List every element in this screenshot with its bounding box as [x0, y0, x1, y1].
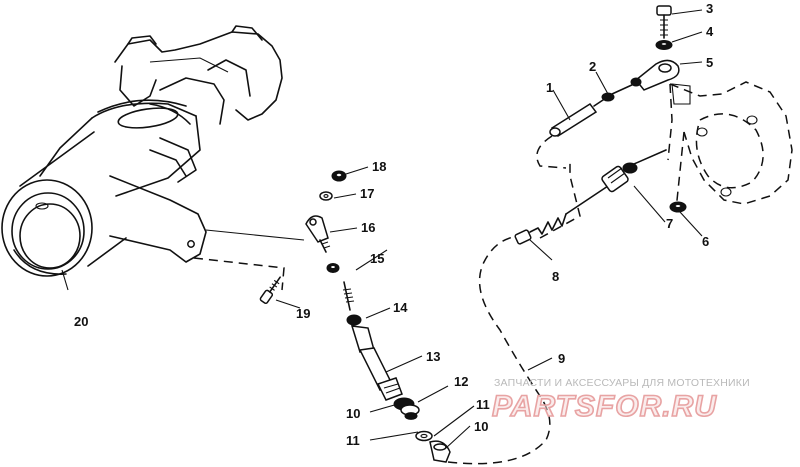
engine-case-outline [667, 81, 793, 211]
callout-4: 4 [706, 24, 714, 39]
callout-18: 18 [372, 159, 386, 174]
bolt-3 [656, 5, 672, 39]
adjuster-7 [565, 149, 667, 215]
callout-7: 7 [666, 216, 673, 231]
watermark-caption: ЗАПЧАСТИ И АКСЕССУАРЫ ДЛЯ МОТОТЕХНИКИ [494, 377, 750, 389]
nut-6 [669, 201, 687, 213]
connector-line-16 [205, 229, 305, 241]
washer-4 [655, 40, 673, 50]
callout-numbers: 1 2 3 4 5 6 7 8 9 10 10 11 11 12 13 14 1… [74, 1, 714, 448]
callout-5: 5 [706, 55, 713, 70]
screw-19 [259, 276, 281, 305]
cable-housing-13 [358, 347, 403, 401]
callout-19: 19 [296, 306, 310, 321]
callout-16: 16 [361, 220, 375, 235]
nut-18 [331, 170, 347, 182]
callout-9: 9 [558, 351, 565, 366]
end-fitting-10 [429, 440, 451, 463]
washer-17 [319, 191, 333, 201]
cable-9 [447, 235, 551, 465]
nut-2 [601, 83, 635, 102]
rod-end-5 [630, 59, 680, 91]
watermark: ЗАПЧАСТИ И АКСЕССУАРЫ ДЛЯ МОТОТЕХНИКИ PA… [491, 377, 750, 424]
callout-11-right: 11 [476, 397, 490, 412]
dashed-path-19 [193, 257, 285, 291]
spring-end-8 [514, 213, 567, 245]
fitting-12 [393, 397, 420, 420]
watermark-logo-fill: PARTSFOR.RU [492, 390, 717, 423]
cable-rod-14 [342, 281, 375, 353]
housing-assembly [1, 25, 283, 277]
callout-12: 12 [454, 374, 468, 389]
callout-17: 17 [360, 186, 374, 201]
callout-11-left: 11 [346, 433, 360, 448]
callout-20: 20 [74, 314, 88, 329]
nut-15 [326, 263, 340, 273]
callout-2: 2 [589, 59, 596, 74]
callout-14: 14 [393, 300, 408, 315]
washer-11 [415, 430, 433, 442]
callout-10-upper: 10 [346, 406, 360, 421]
callout-15: 15 [370, 251, 384, 266]
callout-1: 1 [546, 80, 553, 95]
callout-8: 8 [552, 269, 559, 284]
callout-3: 3 [706, 1, 713, 16]
cable-1 [549, 97, 607, 138]
callout-6: 6 [702, 234, 709, 249]
clevis-16 [305, 215, 331, 253]
leader-lines [61, 9, 703, 449]
callout-13: 13 [426, 349, 440, 364]
callout-10-lower: 10 [474, 419, 488, 434]
watermark-logo: PARTSFOR.RU [492, 390, 717, 423]
dashed-path-upper [539, 160, 581, 239]
dashed-path-1 [536, 135, 567, 169]
